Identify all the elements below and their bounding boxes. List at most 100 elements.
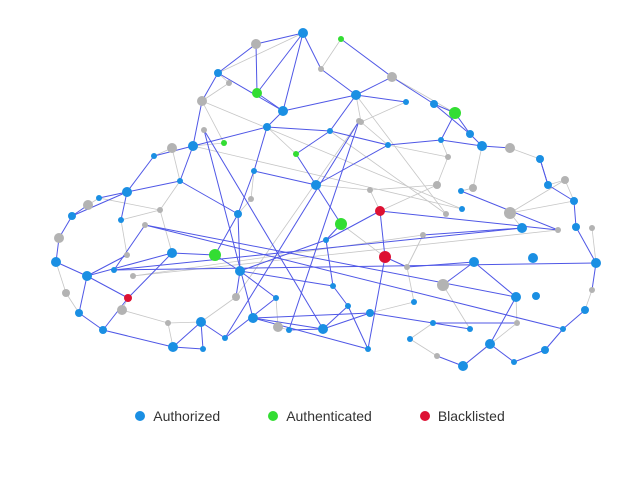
secondary-link	[120, 219, 128, 256]
inactive-node	[589, 225, 595, 231]
primary-link	[489, 296, 517, 345]
authorized-node	[235, 266, 245, 276]
secondary-link	[266, 126, 297, 155]
authorized-node	[544, 181, 552, 189]
primary-link	[55, 261, 88, 277]
authorized-node	[485, 339, 495, 349]
primary-link	[113, 227, 523, 271]
authorized-node	[263, 123, 271, 131]
blacklisted-node	[375, 206, 385, 216]
primary-link	[126, 155, 155, 193]
secondary-link	[509, 147, 541, 160]
blacklisted-dot-icon	[419, 411, 430, 421]
authorized-node	[517, 223, 527, 233]
legend-label-authenticated: Authenticated	[286, 408, 372, 424]
authorized-node	[118, 217, 124, 223]
authorized-node	[511, 292, 521, 302]
authorized-node	[541, 346, 549, 354]
authorized-node	[365, 346, 371, 352]
secondary-link	[201, 100, 463, 210]
authorized-node	[214, 69, 222, 77]
primary-link	[315, 184, 342, 225]
authorized-node	[273, 295, 279, 301]
secondary-link	[591, 227, 597, 264]
primary-link	[329, 94, 357, 132]
authorized-node	[430, 320, 436, 326]
authorized-node	[403, 99, 409, 105]
authorized-node	[68, 212, 76, 220]
secondary-link	[409, 322, 434, 340]
primary-link	[422, 227, 523, 236]
secondary-link	[315, 184, 371, 191]
inactive-node	[142, 222, 148, 228]
primary-link	[201, 72, 219, 102]
authorized-node	[528, 253, 538, 263]
primary-link	[347, 305, 369, 350]
authorized-node	[96, 195, 102, 201]
inactive-node	[251, 39, 261, 49]
secondary-link	[55, 261, 67, 294]
primary-link	[144, 224, 564, 330]
primary-link	[387, 139, 442, 146]
primary-link	[432, 322, 471, 330]
authorized-node	[511, 359, 517, 365]
authorized-node	[311, 180, 321, 190]
primary-link	[295, 153, 317, 186]
authorized-node	[345, 303, 351, 309]
legend-item-authenticated: Authenticated	[268, 408, 372, 424]
primary-link	[126, 180, 181, 193]
nodes	[51, 28, 601, 371]
inactive-node	[124, 252, 130, 258]
primary-link	[252, 317, 369, 350]
authorized-node	[251, 168, 257, 174]
primary-link	[320, 68, 357, 96]
inactive-node	[367, 187, 373, 193]
authorized-node	[430, 100, 438, 108]
primary-link	[102, 297, 129, 331]
secondary-link	[171, 147, 181, 182]
inactive-node	[387, 72, 397, 82]
primary-link	[355, 94, 407, 103]
primary-link	[288, 328, 324, 331]
secondary-link	[409, 338, 438, 357]
authorized-node	[466, 130, 474, 138]
primary-link	[255, 43, 258, 94]
primary-link	[544, 328, 564, 351]
secondary-link	[167, 321, 202, 324]
legend-label-blacklisted: Blacklisted	[437, 408, 505, 424]
inactive-node	[157, 207, 163, 213]
authorized-node	[411, 299, 417, 305]
primary-link	[322, 305, 349, 330]
blacklisted-node	[124, 294, 132, 302]
primary-link	[217, 43, 257, 74]
authenticated-node	[293, 151, 299, 157]
primary-link	[172, 321, 202, 348]
primary-link	[288, 120, 360, 331]
secondary-link	[406, 234, 424, 268]
secondary-link	[159, 209, 173, 254]
primary-link	[239, 270, 334, 287]
inactive-node	[514, 320, 520, 326]
authorized-node	[248, 313, 258, 323]
secondary-link	[235, 120, 360, 298]
inactive-node	[443, 211, 449, 217]
authorized-node	[177, 178, 183, 184]
primary-link	[379, 210, 386, 258]
primary-link	[237, 170, 255, 215]
authenticated-node	[335, 218, 347, 230]
primary-link	[192, 100, 203, 147]
secondary-link	[391, 76, 456, 114]
authorized-node	[351, 90, 361, 100]
inactive-node	[505, 143, 515, 153]
primary-link	[325, 210, 381, 241]
inactive-node	[273, 322, 283, 332]
authorized-node	[196, 317, 206, 327]
authorized-node	[200, 346, 206, 352]
authorized-node	[188, 141, 198, 151]
primary-link	[203, 129, 324, 330]
primary-link	[473, 261, 517, 298]
secondary-link	[192, 145, 463, 210]
secondary-link	[360, 121, 389, 146]
inactive-node	[117, 305, 127, 315]
